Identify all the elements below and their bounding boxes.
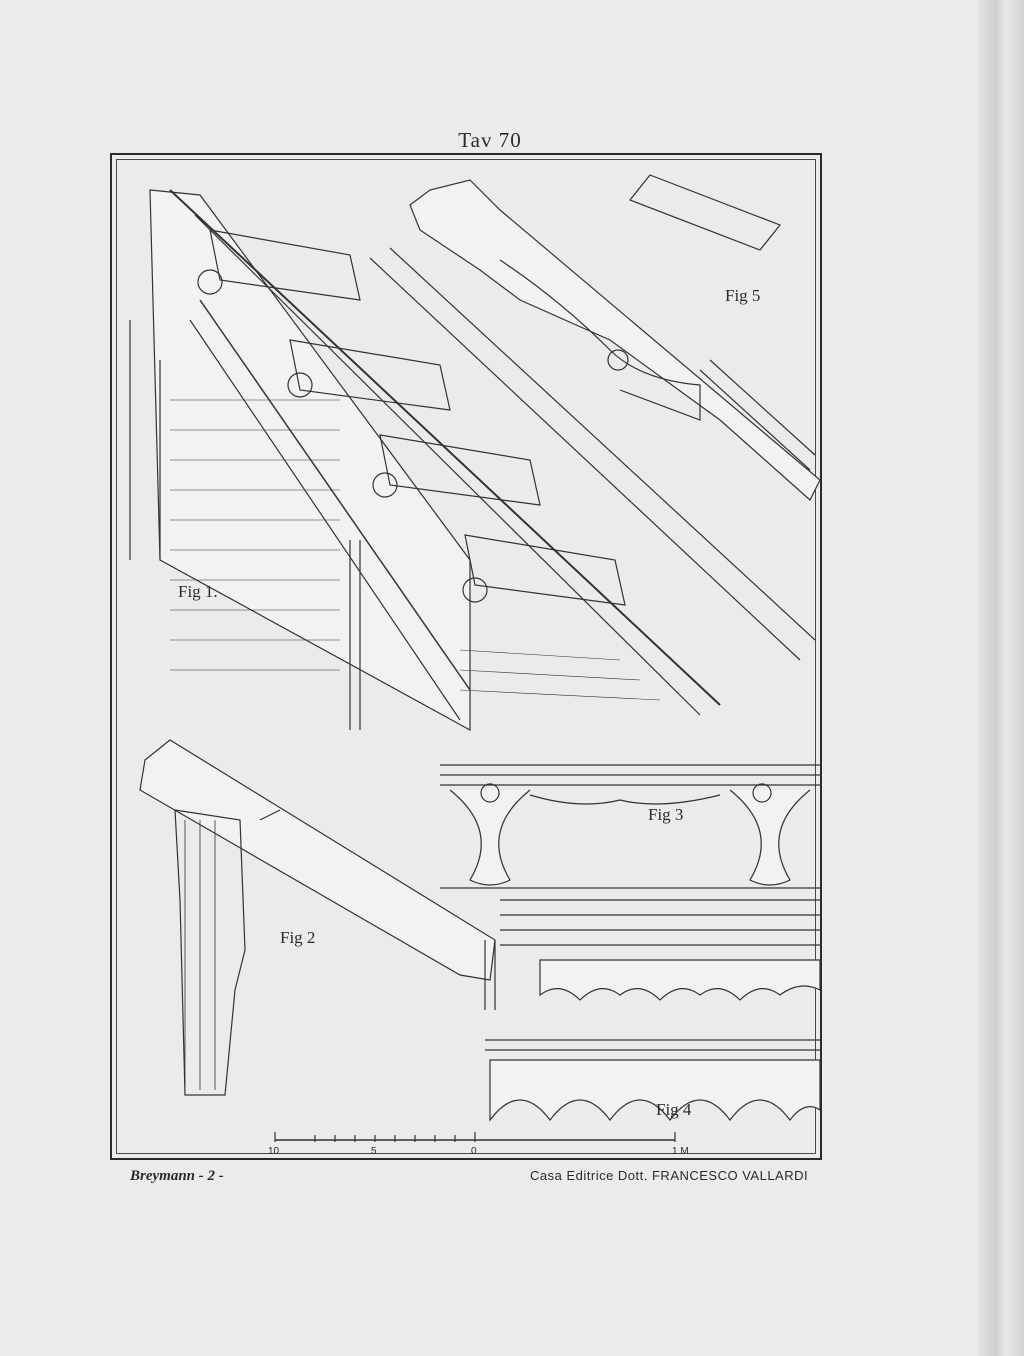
fig5-label: Fig 5 [725,286,761,305]
scale-label-0: 0 [471,1146,477,1157]
fig1-drawing [129,189,816,732]
fig1-label: Fig 1. [178,582,218,601]
publisher-credit: Casa Editrice Dott. FRANCESCO VALLARDI [530,1168,809,1183]
fig2-drawing [139,739,496,1096]
scale-label-10: 10 [268,1146,280,1157]
plate-frame [110,153,822,1160]
scale-label-1m: 1 M [672,1146,689,1157]
fig4-drawing [440,887,822,1122]
fig5-drawing [409,174,821,501]
plate-title: Tav 70 [458,128,522,152]
fig4-label: Fig 4 [656,1100,692,1119]
fig3-label: Fig 3 [648,805,684,824]
page-edge [978,0,1024,1356]
author-credit: Breymann - 2 - [130,1168,224,1184]
plate-frame-inner [116,159,816,1154]
scale-label-5: 5 [371,1146,377,1157]
fig2-label: Fig 2 [280,928,316,947]
fig3-drawing [440,764,822,886]
scale-bar [274,1132,676,1142]
